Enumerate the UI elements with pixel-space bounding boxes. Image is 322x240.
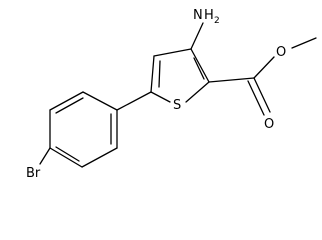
amine-h-count: 2: [214, 16, 220, 26]
amine-n-label: N: [193, 8, 203, 23]
amine-h-label: H: [204, 8, 214, 23]
thiophene-ring: [150, 48, 210, 103]
benzene-ring: [49, 91, 118, 168]
bromine-label: Br: [26, 166, 41, 181]
ester-group: [208, 37, 317, 116]
molecule-structure: Br S N H 2 O O: [26, 8, 317, 181]
carbonyl-oxygen-label: O: [264, 117, 274, 132]
bond-c-br: [39, 147, 51, 165]
sulfur-label: S: [173, 98, 181, 113]
bond-c-n: [190, 22, 204, 50]
bond-aryl-thiophene: [116, 91, 152, 111]
ester-oxygen-label: O: [276, 45, 286, 60]
